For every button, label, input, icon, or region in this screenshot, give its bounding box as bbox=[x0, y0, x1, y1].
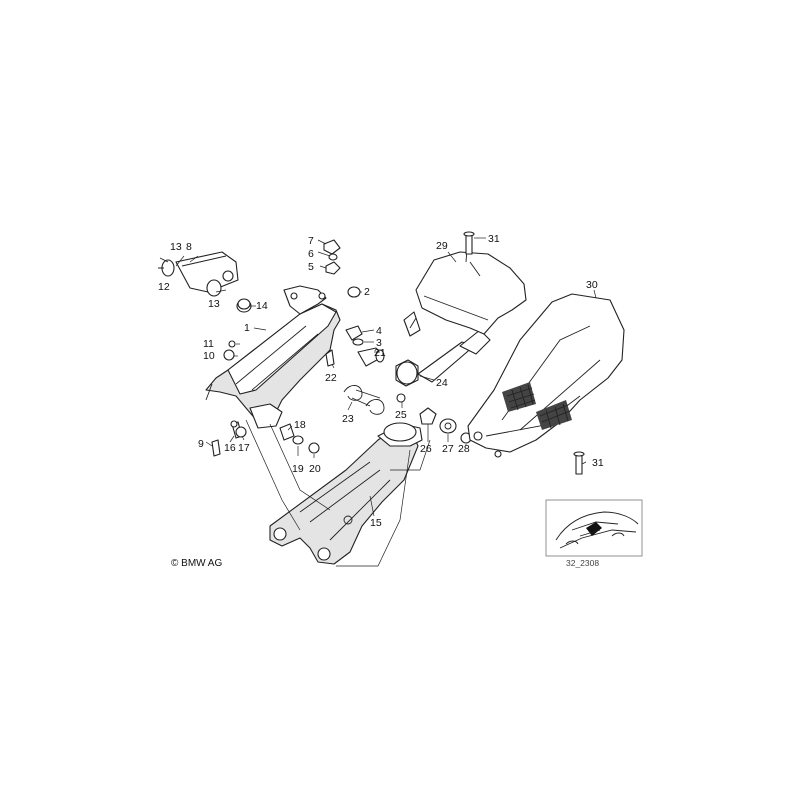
part-spring-3 bbox=[352, 338, 364, 346]
callout-18: 18 bbox=[294, 419, 306, 431]
part-arm-15 bbox=[269, 422, 423, 565]
callout-12: 12 bbox=[158, 281, 170, 293]
callout-30: 30 bbox=[586, 279, 598, 291]
part-nut-20 bbox=[308, 442, 320, 454]
callout-26: 26 bbox=[420, 443, 432, 455]
callout-6: 6 bbox=[308, 248, 314, 260]
copyright-label: © BMW AG bbox=[171, 558, 222, 569]
part-pin-22 bbox=[325, 349, 335, 367]
part-washer-6 bbox=[328, 253, 338, 261]
callouts: 13 8 12 13 14 1 11 10 9 16 17 18 19 20 7… bbox=[158, 233, 604, 529]
panel-grille-lower bbox=[536, 400, 572, 430]
part-nut-5 bbox=[325, 261, 341, 275]
part-spring-23 bbox=[343, 385, 385, 415]
part-clip-4 bbox=[345, 325, 363, 341]
callout-10: 10 bbox=[203, 350, 215, 362]
panel-grille-upper bbox=[502, 382, 536, 412]
drawing-code: 32_2308 bbox=[566, 558, 599, 568]
part-bolt-25 bbox=[396, 393, 406, 403]
callout-31-top: 31 bbox=[488, 233, 500, 245]
callout-4: 4 bbox=[376, 325, 382, 337]
part-screw-31-lower bbox=[573, 451, 585, 475]
part-nut-10 bbox=[223, 349, 235, 361]
part-bushing-27 bbox=[439, 418, 457, 434]
callout-8: 8 bbox=[186, 241, 192, 253]
part-bolt-9 bbox=[211, 439, 221, 457]
callout-14: 14 bbox=[256, 300, 268, 312]
callout-9: 9 bbox=[198, 438, 204, 450]
car-location-inset bbox=[545, 499, 643, 557]
part-washer-11 bbox=[228, 340, 236, 348]
leader-lines bbox=[175, 237, 597, 517]
callout-5: 5 bbox=[308, 261, 314, 273]
callout-7: 7 bbox=[308, 235, 314, 247]
callout-21: 21 bbox=[374, 347, 386, 359]
callout-2: 2 bbox=[364, 286, 370, 298]
callout-27: 27 bbox=[442, 443, 454, 455]
callout-1: 1 bbox=[244, 322, 250, 334]
inset-highlight bbox=[586, 522, 602, 536]
callout-13-top: 13 bbox=[170, 241, 182, 253]
callout-25: 25 bbox=[395, 409, 407, 421]
part-nut-17 bbox=[235, 426, 247, 438]
part-nut-2 bbox=[347, 286, 361, 298]
part-washer-19 bbox=[292, 435, 304, 445]
assembly-lines bbox=[245, 419, 431, 567]
callout-28: 28 bbox=[458, 443, 470, 455]
part-trim-29 bbox=[403, 235, 527, 337]
part-nut-7 bbox=[323, 239, 341, 255]
part-bushing-14 bbox=[237, 298, 251, 310]
part-cylinder-21 bbox=[357, 347, 385, 367]
part-rod-24 bbox=[395, 329, 491, 387]
callout-3: 3 bbox=[376, 337, 382, 349]
part-panel-30 bbox=[467, 293, 625, 458]
part-nut-26 bbox=[419, 407, 437, 425]
callout-19: 19 bbox=[292, 463, 304, 475]
callout-15: 15 bbox=[370, 517, 382, 529]
callout-31-bottom: 31 bbox=[592, 457, 604, 469]
callout-20: 20 bbox=[309, 463, 321, 475]
callout-24: 24 bbox=[436, 377, 448, 389]
callout-16: 16 bbox=[224, 442, 236, 454]
part-bracket bbox=[205, 285, 341, 429]
callout-22: 22 bbox=[325, 372, 337, 384]
part-screw-31-upper bbox=[463, 231, 475, 255]
callout-23: 23 bbox=[342, 413, 354, 425]
callout-13-bottom: 13 bbox=[208, 298, 220, 310]
callout-29: 29 bbox=[436, 240, 448, 252]
part-clip-18 bbox=[279, 423, 295, 441]
callout-17: 17 bbox=[238, 442, 250, 454]
callout-11: 11 bbox=[203, 338, 214, 350]
part-shaft bbox=[158, 251, 252, 313]
